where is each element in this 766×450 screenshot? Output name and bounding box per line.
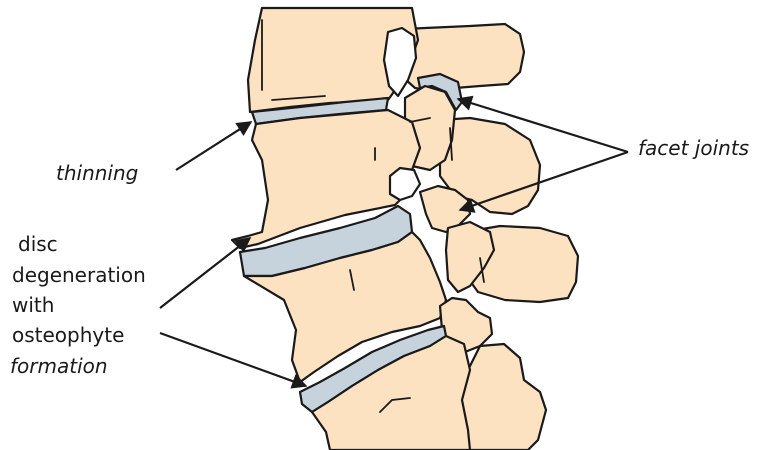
disc-label-line-1: disc — [18, 234, 58, 254]
disc-label-line-4: osteophyte — [12, 325, 124, 345]
disc-label-line-2: degeneration — [12, 265, 146, 285]
thinning-label: thinning — [56, 163, 138, 183]
disc-degeneration-arrow-lower — [160, 333, 306, 386]
disc-label-line-3: with — [12, 295, 54, 315]
thinning-arrow — [176, 122, 251, 170]
bottom-vertebra — [312, 336, 546, 450]
disc-degeneration-arrow-upper — [160, 238, 250, 308]
facet-joints-label: facet joints — [638, 138, 749, 158]
middle-foramen — [390, 168, 420, 200]
upper-vertebra — [248, 8, 524, 112]
disc-label-line-5: formation — [10, 356, 108, 376]
